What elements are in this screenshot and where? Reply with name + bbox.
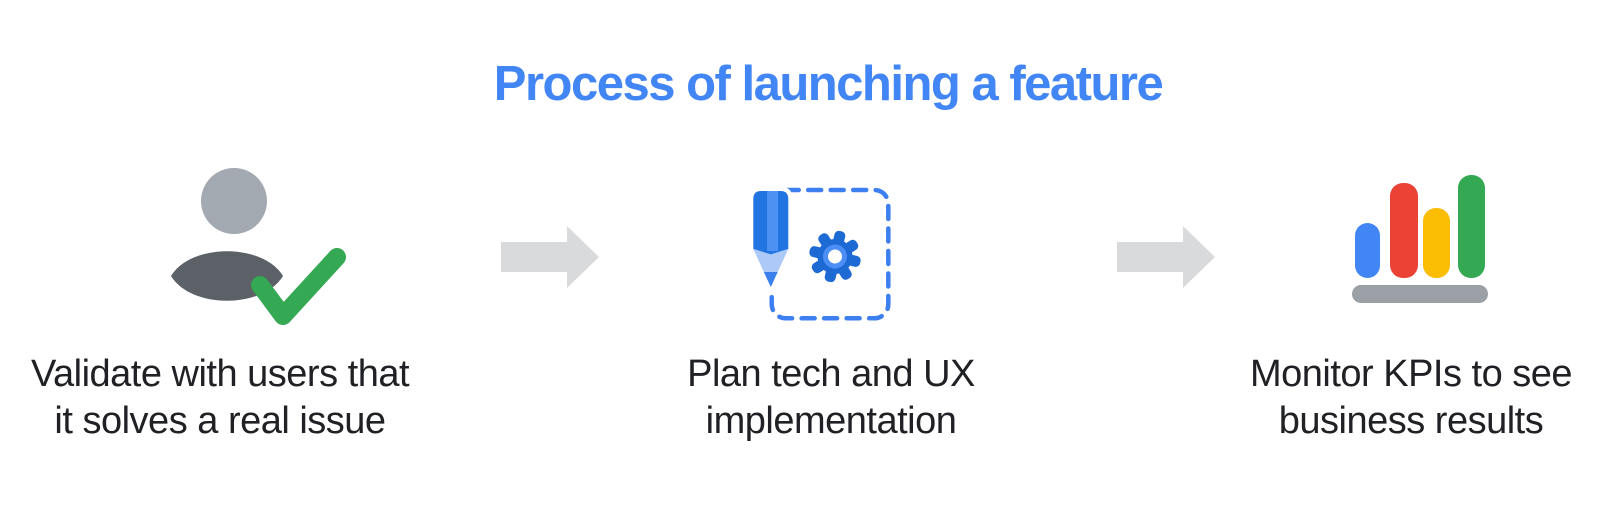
step-label-line: business results (1278, 400, 1544, 442)
right-arrow-icon (1117, 226, 1215, 288)
step-label-line: it solves a real issue (54, 400, 386, 442)
step-label-plan: Plan tech and UX implementation (571, 351, 1091, 445)
step-label-line: Validate with users that (30, 353, 410, 395)
step-label-validate: Validate with users that it solves a rea… (0, 351, 480, 445)
step-label-line: implementation (705, 400, 957, 442)
bar-chart-icon (1352, 175, 1488, 303)
page-title: Process of launching a feature (493, 57, 1164, 111)
right-arrow-icon (501, 226, 599, 288)
pencil-gear-icon (748, 186, 891, 321)
step-label-line: Monitor KPIs to see (1249, 353, 1573, 395)
step-label-line: Plan tech and UX (687, 353, 975, 395)
step-label-monitor: Monitor KPIs to see business results (1151, 351, 1600, 445)
person-check-icon (171, 168, 346, 325)
